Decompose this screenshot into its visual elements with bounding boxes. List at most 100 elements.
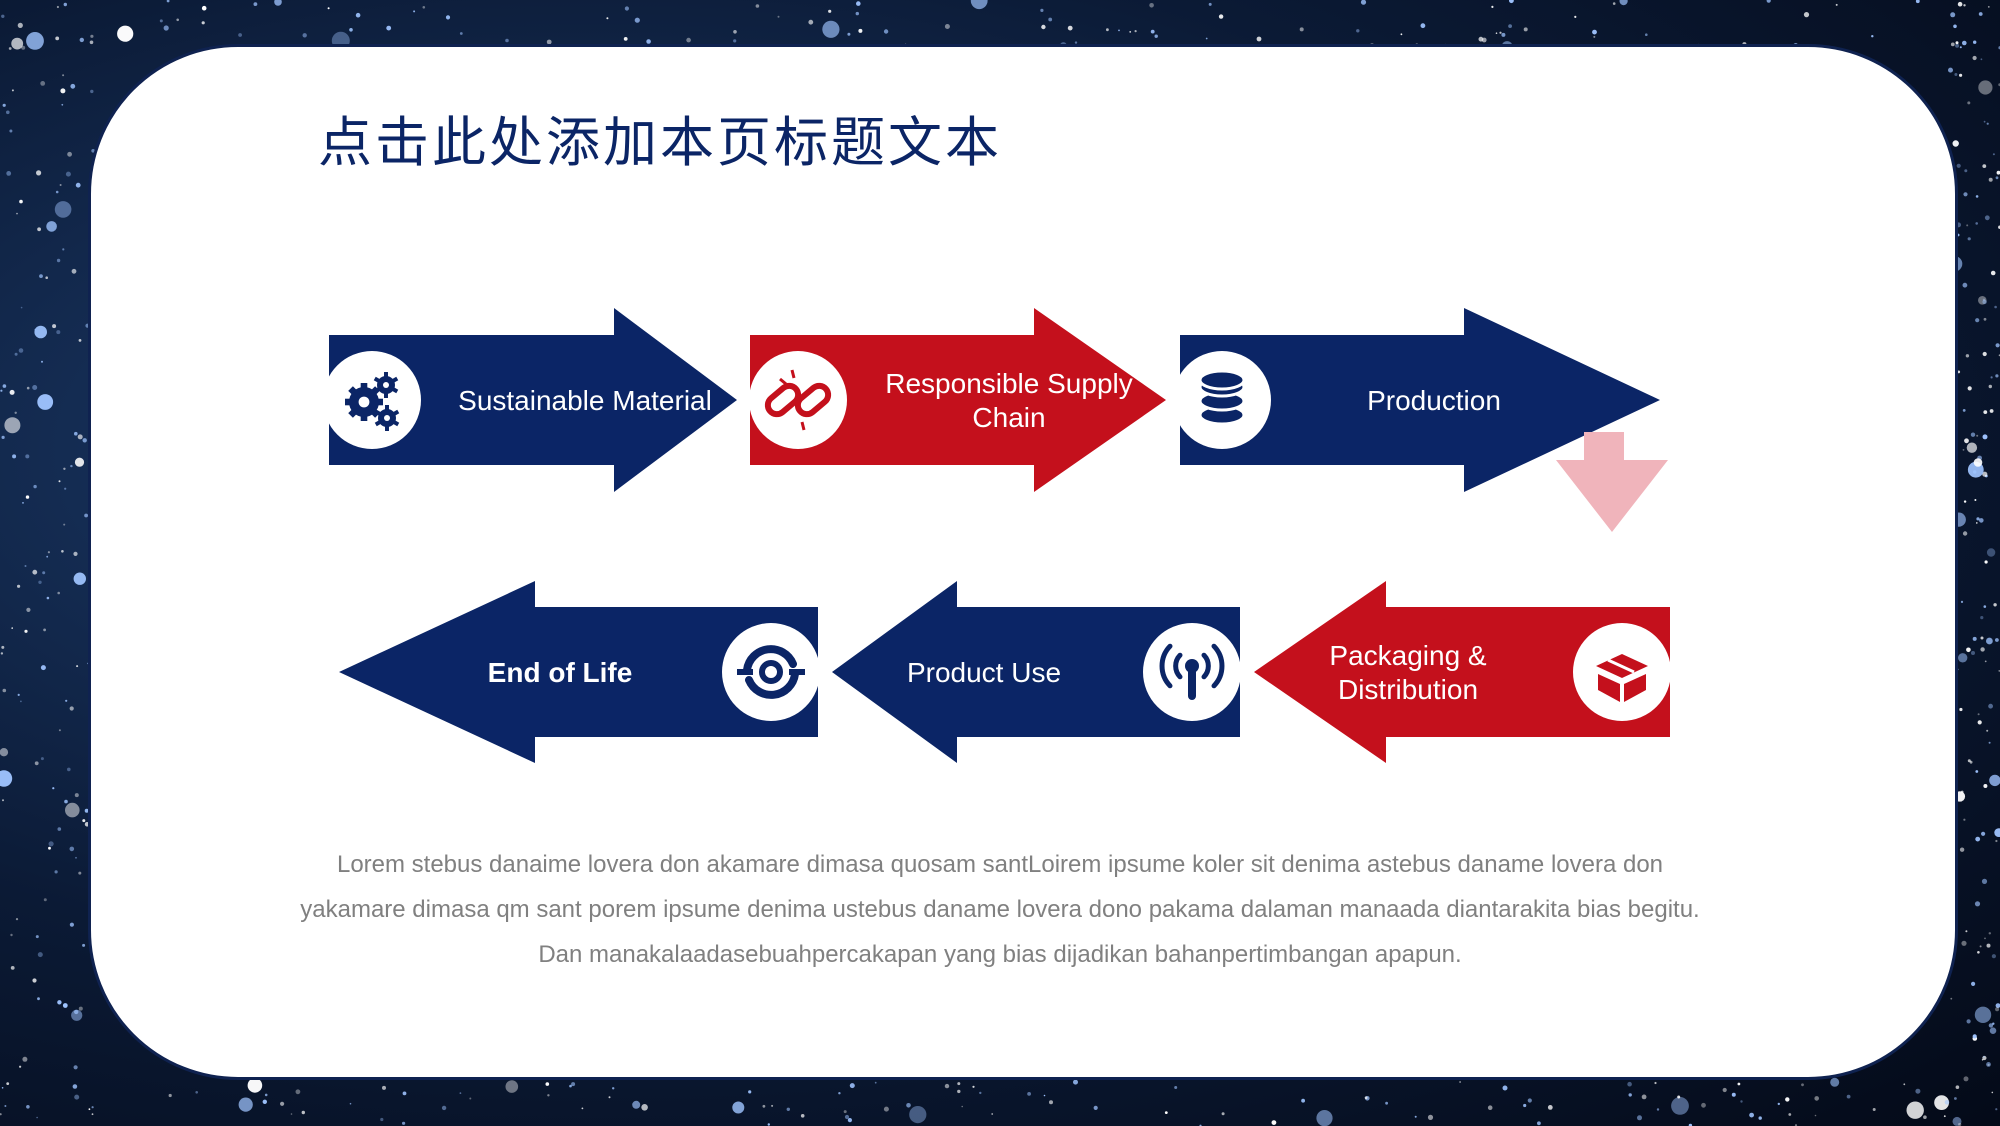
- sparkle: [1973, 40, 1977, 44]
- sparkle: [45, 276, 48, 280]
- sparkle: [12, 454, 17, 459]
- sparkle: [2, 103, 6, 107]
- sparkle: [65, 171, 71, 177]
- sparkle: [1952, 140, 1959, 147]
- description-text[interactable]: Lorem stebus danaime lovera don akamare …: [290, 842, 1710, 977]
- sparkle: [69, 922, 74, 927]
- sparkle: [84, 808, 89, 813]
- step-sustainable-material[interactable]: Sustainable Material: [323, 308, 737, 492]
- sparkle: [69, 846, 75, 852]
- page-title[interactable]: 点击此处添加本页标题文本: [318, 111, 1002, 174]
- sparkle: [1980, 636, 1984, 640]
- sparkle: [1944, 1100, 1950, 1105]
- sparkle: [47, 551, 51, 554]
- sparkle: [944, 24, 950, 29]
- sparkle: [1499, 31, 1502, 34]
- sparkle: [42, 571, 46, 575]
- sparkle: [20, 700, 22, 703]
- sparkle: [55, 36, 60, 41]
- step-arrow: [1180, 308, 1660, 492]
- sparkle: [1537, 1121, 1541, 1126]
- sparkle: [1966, 442, 1978, 453]
- sparkle: [1501, 32, 1506, 37]
- sparkle: [1957, 1, 1963, 7]
- sparkle: [1974, 499, 1977, 501]
- cycle-center: [759, 660, 783, 684]
- sparkle: [1986, 548, 1996, 557]
- step-label: Chain: [972, 402, 1045, 433]
- sparkle: [858, 28, 863, 33]
- sparkle: [14, 411, 17, 414]
- sparkle: [624, 6, 630, 11]
- sparkle: [6, 171, 12, 176]
- sparkle: [117, 25, 134, 42]
- gear: [345, 383, 383, 421]
- sparkle: [847, 1118, 853, 1123]
- step-packaging-distribution[interactable]: Packaging &Distribution: [1254, 581, 1671, 763]
- sparkle: [1952, 1116, 1962, 1126]
- sparkle: [40, 757, 44, 761]
- sparkle: [10, 966, 15, 970]
- sparkle: [74, 793, 79, 798]
- sparkle: [37, 394, 54, 410]
- sparkle: [1980, 647, 1985, 652]
- sparkle: [1740, 1100, 1743, 1103]
- sparkle: [1427, 1114, 1434, 1120]
- sparkle: [843, 1110, 847, 1114]
- sparkle: [1995, 839, 1998, 843]
- sparkle: [0, 748, 9, 757]
- sparkle: [4, 1105, 7, 1107]
- sparkle: [1722, 1087, 1727, 1093]
- sparkle: [1964, 438, 1969, 444]
- sparkle: [84, 513, 88, 518]
- sparkle: [1982, 298, 1986, 301]
- sparkle: [43, 628, 46, 632]
- sparkle: [1996, 170, 2000, 175]
- step-product-use[interactable]: Product Use: [832, 581, 1241, 763]
- sparkle: [73, 572, 87, 585]
- sparkle: [2, 384, 7, 388]
- sparkle: [41, 360, 43, 363]
- sparkle: [380, 1117, 384, 1122]
- signal-wave: [1211, 643, 1225, 689]
- sparkle: [1154, 34, 1158, 38]
- sparkle: [569, 1084, 572, 1088]
- sparkle: [1963, 192, 1968, 197]
- sparkle: [1953, 24, 1957, 29]
- step-end-of-life[interactable]: End of Life: [339, 581, 820, 763]
- sparkle: [26, 386, 30, 390]
- sparkle: [73, 551, 78, 557]
- sparkle: [1978, 296, 1987, 305]
- sparkle: [1950, 12, 1956, 18]
- sparkle: [849, 1083, 855, 1089]
- sparkle: [1965, 930, 1968, 933]
- sparkle: [274, 0, 282, 6]
- sparkle: [1982, 434, 1988, 440]
- sparkle: [1067, 25, 1073, 31]
- step-label: Product Use: [907, 657, 1061, 688]
- sparkle: [755, 4, 760, 8]
- sparkle: [9, 129, 13, 133]
- sparkle: [1984, 660, 1987, 663]
- description-paragraph-1: Lorem stebus danaime lovera don akamare …: [300, 851, 1700, 923]
- sparkle: [1986, 122, 1989, 125]
- sparkle: [1963, 4, 1966, 7]
- sparkle: [844, 1114, 850, 1120]
- sparkle: [40, 665, 46, 671]
- sparkle: [40, 81, 46, 86]
- sparkle: [1547, 1105, 1553, 1110]
- sparkle: [1356, 29, 1360, 33]
- sparkle: [78, 339, 82, 342]
- step-production[interactable]: Production: [1173, 308, 1660, 492]
- sparkle: [1980, 58, 1983, 61]
- sparkle: [838, 1092, 841, 1095]
- sparkle: [1, 645, 5, 649]
- sparkle: [1955, 1085, 1960, 1089]
- sparkle: [1966, 1019, 1971, 1024]
- sparkle: [1995, 1007, 2000, 1012]
- sparkle: [78, 871, 82, 875]
- sparkle: [1980, 616, 1984, 620]
- sparkle: [1903, 1083, 1906, 1086]
- sparkle: [771, 1104, 774, 1107]
